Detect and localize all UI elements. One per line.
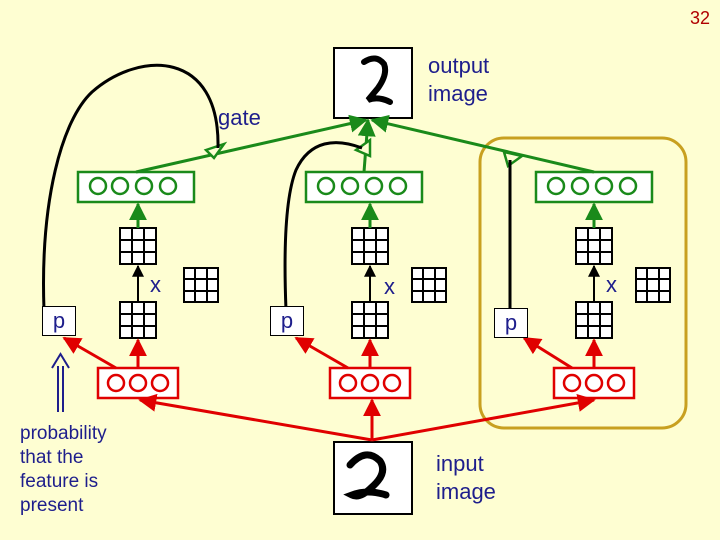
input-image-label: input image bbox=[436, 451, 496, 504]
multiply-x-1: x bbox=[150, 272, 161, 297]
grid-lower-3 bbox=[575, 301, 613, 339]
highlighted-capsule-region bbox=[478, 136, 688, 430]
grid-lower-2 bbox=[351, 301, 389, 339]
output-image-label: output image bbox=[428, 53, 490, 106]
red-input-arrow-1 bbox=[138, 393, 373, 442]
gate-curve-2 bbox=[283, 141, 363, 311]
red-layer-3 bbox=[552, 366, 636, 400]
gate-label: gate bbox=[218, 105, 261, 130]
grid-upper-3 bbox=[575, 227, 613, 265]
green-arrow-3 bbox=[370, 114, 595, 174]
page-number: 32 bbox=[689, 8, 710, 28]
gate-curve-1 bbox=[42, 63, 220, 311]
transform-grid-2 bbox=[411, 267, 447, 303]
green-arrow-1 bbox=[135, 114, 368, 174]
green-layer-1 bbox=[76, 170, 196, 204]
input-digit-2 bbox=[343, 451, 390, 500]
red-input-arrow-3 bbox=[371, 394, 596, 442]
p-box-2: p bbox=[270, 306, 304, 336]
p-box-1: p bbox=[42, 306, 76, 336]
green-layer-2 bbox=[304, 170, 424, 204]
output-digit-2 bbox=[361, 55, 393, 105]
multiply-x-3: x bbox=[606, 272, 617, 297]
grid-lower-1 bbox=[119, 301, 157, 339]
grid-upper-1 bbox=[119, 227, 157, 265]
p-box-3: p bbox=[494, 308, 528, 338]
multiply-x-2: x bbox=[384, 274, 395, 299]
transform-grid-1 bbox=[183, 267, 219, 303]
red-p-arrow-2 bbox=[294, 336, 349, 370]
red-p-arrow-3 bbox=[522, 336, 573, 370]
green-layer-3 bbox=[534, 170, 654, 204]
red-layer-2 bbox=[328, 366, 412, 400]
probability-note: probability that the feature is present bbox=[20, 423, 107, 516]
red-layer-1 bbox=[96, 366, 180, 400]
gate-triangle-2 bbox=[353, 137, 372, 158]
probability-arrow-head bbox=[51, 352, 70, 369]
grid-upper-2 bbox=[351, 227, 389, 265]
transform-grid-3 bbox=[635, 267, 671, 303]
red-p-arrow-1 bbox=[62, 336, 117, 370]
